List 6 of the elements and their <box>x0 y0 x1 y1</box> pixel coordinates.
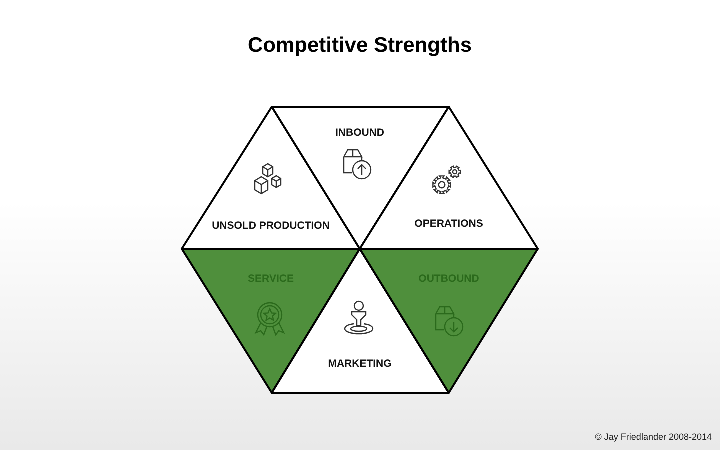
segment-label: INBOUND <box>336 127 384 139</box>
title: Competitive Strengths <box>246 34 474 58</box>
copyright-note: © Jay Friedlander 2008-2014 <box>595 432 712 442</box>
segment-label: UNSOLD PRODUCTION <box>212 220 330 232</box>
segment-label: OPERATIONS <box>414 218 484 230</box>
segment-label: MARKETING <box>328 358 392 370</box>
